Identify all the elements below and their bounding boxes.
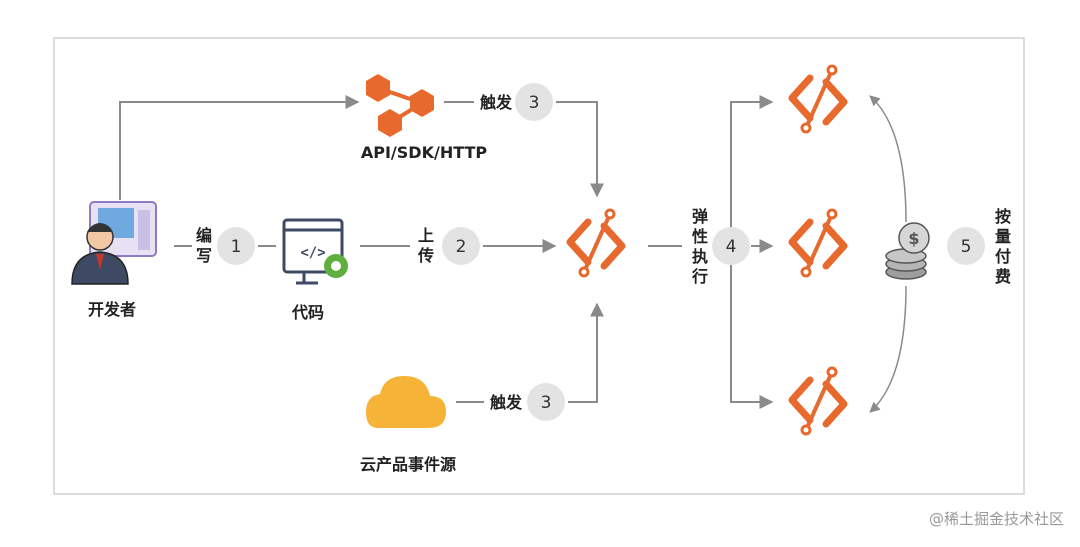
- edge-pay-top: [869, 95, 907, 223]
- pay-label-3: 付: [995, 247, 1011, 266]
- pay-label-1: 按: [995, 207, 1011, 226]
- svg-text:$: $: [908, 229, 919, 248]
- cloud-events-label: 云产品事件源: [360, 455, 456, 474]
- elastic-label-1: 弹: [692, 207, 708, 226]
- edge-pay-bottom: [869, 285, 907, 413]
- step-circle-1: [217, 227, 255, 265]
- function-compute-icon-bottom: [792, 368, 844, 434]
- elastic-label-4: 行: [691, 267, 708, 286]
- cloud-icon: [366, 376, 446, 428]
- step-number-4: 4: [726, 237, 737, 257]
- elastic-label-3: 执: [692, 247, 708, 266]
- coins-icon: $: [885, 222, 930, 280]
- elastic-label-2: 性: [692, 227, 708, 246]
- write-label-1: 编: [196, 226, 212, 245]
- developer-icon: [71, 201, 157, 285]
- upload-label-2: 传: [417, 246, 434, 265]
- step-circle-3-cloud: [527, 383, 565, 421]
- watermark: @稀土掘金技术社区: [929, 510, 1064, 528]
- function-compute-icon-center: [570, 210, 622, 276]
- svg-text:</>: </>: [300, 245, 325, 261]
- edge-elastic-bottom: [730, 265, 774, 409]
- edge-elastic-top: [730, 95, 774, 227]
- trigger-api-label: 触发: [479, 93, 513, 112]
- step-number-3-cloud: 3: [541, 393, 552, 413]
- upload-label-1: 上: [418, 226, 434, 245]
- write-label-2: 写: [196, 246, 212, 265]
- hexagon-network-icon: [366, 74, 434, 137]
- edge-trigger-api-right: [556, 101, 604, 198]
- pay-label-2: 量: [995, 227, 1011, 246]
- code-window-icon: </>: [282, 218, 348, 285]
- step-number-2: 2: [456, 237, 467, 257]
- function-compute-icon-middle: [792, 210, 844, 276]
- step-number-5: 5: [961, 237, 972, 257]
- step-circle-2: [442, 227, 480, 265]
- step-circle-3-api: [515, 83, 553, 121]
- trigger-cloud-label: 触发: [489, 393, 523, 412]
- edge-trigger-cloud-right: [568, 302, 604, 403]
- developer-label: 开发者: [88, 300, 136, 319]
- step-number-1: 1: [231, 237, 242, 257]
- edge-developer-to-api: [119, 95, 360, 200]
- step-number-3-api: 3: [529, 93, 540, 113]
- step-circle-4: [712, 227, 750, 265]
- api-label: API/SDK/HTTP: [361, 143, 488, 162]
- diagram-frame: [53, 37, 1025, 495]
- code-label: 代码: [291, 303, 324, 322]
- function-compute-icon-top: [792, 66, 844, 132]
- pay-label-4: 费: [995, 267, 1011, 286]
- step-circle-5: [947, 227, 985, 265]
